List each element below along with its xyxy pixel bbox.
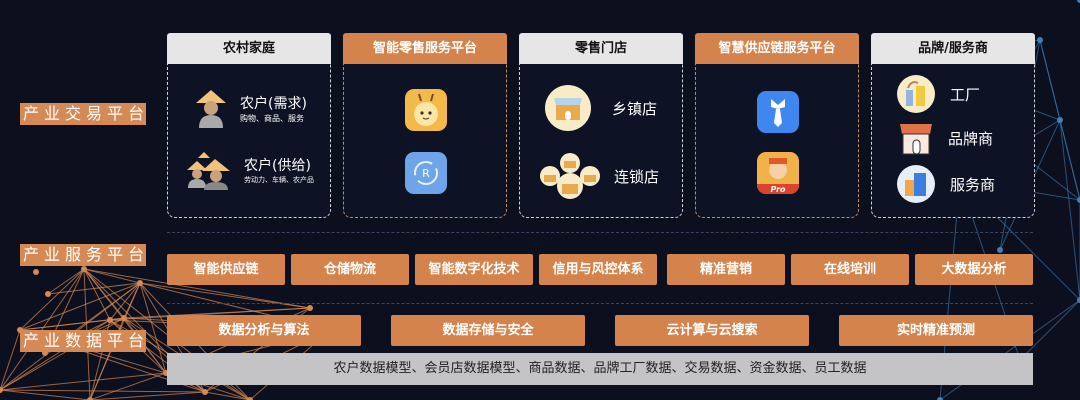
network-node bbox=[87, 397, 93, 400]
column-retail-stores: 零售门店 乡镇店 连锁店 bbox=[519, 33, 683, 218]
network-line bbox=[109, 282, 141, 321]
layer-label-transaction: 产业交易平台 bbox=[20, 103, 146, 125]
network-node bbox=[121, 315, 127, 321]
pro-character-app-icon[interactable]: Pro bbox=[757, 152, 799, 194]
column-header: 品牌/服务商 bbox=[871, 33, 1035, 64]
network-line bbox=[139, 282, 167, 374]
service-online-training[interactable]: 在线培训 bbox=[791, 254, 909, 285]
cloud-computing-search[interactable]: 云计算与云搜索 bbox=[615, 315, 809, 346]
list-item: 服务商 bbox=[896, 164, 995, 204]
network-node bbox=[45, 291, 51, 297]
network-line bbox=[19, 317, 125, 331]
network-line bbox=[0, 268, 85, 391]
divider bbox=[167, 232, 1033, 233]
network-line bbox=[83, 268, 311, 309]
giraffe-app-icon[interactable] bbox=[405, 89, 447, 131]
service-digital-tech[interactable]: 智能数字化技术 bbox=[415, 254, 533, 285]
network-line bbox=[47, 268, 85, 295]
layer-label-service: 产业服务平台 bbox=[20, 244, 146, 266]
network-line bbox=[1019, 299, 1080, 361]
network-node bbox=[1057, 117, 1063, 123]
column-brand-service: 品牌/服务商 工厂 品牌商 服务商 bbox=[871, 33, 1035, 218]
network-node bbox=[33, 269, 39, 275]
building-icon bbox=[897, 165, 935, 203]
column-header: 农村家庭 bbox=[167, 33, 331, 64]
realtime-prediction[interactable]: 实时精准预测 bbox=[839, 315, 1033, 346]
list-item: 工厂 bbox=[896, 74, 980, 114]
network-node bbox=[997, 247, 1003, 253]
chain-stores-icon bbox=[540, 153, 600, 199]
layer-label-data: 产业数据平台 bbox=[20, 330, 146, 352]
network-node bbox=[1077, 297, 1080, 303]
service-big-data[interactable]: 大数据分析 bbox=[915, 254, 1033, 285]
svg-text:R: R bbox=[422, 167, 430, 180]
network-line bbox=[0, 372, 167, 391]
network-line bbox=[1059, 119, 1080, 301]
r-refresh-app-icon[interactable]: R bbox=[405, 152, 447, 194]
network-line bbox=[204, 391, 251, 400]
column-header: 智慧供应链服务平台 bbox=[695, 33, 859, 64]
network-line bbox=[83, 268, 111, 321]
network-node bbox=[937, 397, 943, 400]
network-node bbox=[1077, 0, 1080, 3]
network-node bbox=[202, 389, 208, 395]
column-smart-retail: 智能零售服务平台 R bbox=[343, 33, 507, 218]
network-line bbox=[19, 282, 141, 331]
column-header: 零售门店 bbox=[519, 33, 683, 64]
data-analysis-algorithm[interactable]: 数据分析与算法 bbox=[167, 315, 361, 346]
network-line bbox=[1059, 119, 1080, 201]
list-item: 农户(需求) 购物、商品、服务 bbox=[194, 88, 307, 128]
brand-store-icon bbox=[900, 124, 932, 155]
network-line bbox=[83, 268, 141, 284]
list-item: 农户(供给) 劳动力、车辆、农产品 bbox=[186, 150, 314, 190]
factory-icon bbox=[897, 75, 935, 113]
farmer-icon bbox=[196, 90, 226, 128]
tie-app-icon[interactable] bbox=[757, 91, 799, 133]
service-warehouse-logistics[interactable]: 仓储物流 bbox=[291, 254, 409, 285]
column-rural-family: 农村家庭 农户(需求) 购物、商品、服务 农户(供给) 劳动力、车辆、农产品 bbox=[167, 33, 331, 218]
network-line bbox=[89, 391, 206, 400]
network-line bbox=[47, 282, 141, 295]
network-node bbox=[307, 305, 313, 311]
network-node bbox=[247, 397, 253, 400]
network-node bbox=[81, 266, 87, 272]
list-item: 乡镇店 bbox=[544, 84, 657, 132]
data-storage-security[interactable]: 数据存储与安全 bbox=[391, 315, 585, 346]
network-line bbox=[0, 329, 21, 391]
network-line bbox=[0, 389, 206, 393]
service-precision-marketing[interactable]: 精准营销 bbox=[667, 254, 785, 285]
network-line bbox=[123, 307, 311, 319]
network-node bbox=[107, 317, 113, 323]
network-node bbox=[0, 387, 3, 393]
network-node bbox=[1037, 37, 1043, 43]
data-models-bar: 农户数据模型、会员店数据模型、商品数据、品牌工厂数据、交易数据、资金数据、员工数… bbox=[167, 353, 1033, 385]
service-credit-risk[interactable]: 信用与风控体系 bbox=[539, 254, 657, 285]
network-node bbox=[137, 280, 143, 286]
service-smart-supply-chain[interactable]: 智能供应链 bbox=[167, 254, 285, 285]
farmers-group-icon bbox=[187, 152, 230, 190]
column-smart-supply-chain: 智慧供应链服务平台 Pro bbox=[695, 33, 859, 218]
svg-text:Pro: Pro bbox=[770, 185, 786, 194]
divider bbox=[167, 303, 1033, 304]
network-line bbox=[89, 372, 167, 400]
network-node bbox=[1077, 197, 1080, 203]
store-icon bbox=[545, 85, 591, 131]
list-item: 品牌商 bbox=[898, 120, 993, 156]
network-line bbox=[19, 268, 85, 331]
network-line bbox=[0, 389, 91, 400]
list-item: 连锁店 bbox=[538, 152, 659, 200]
column-header: 智能零售服务平台 bbox=[343, 33, 507, 64]
